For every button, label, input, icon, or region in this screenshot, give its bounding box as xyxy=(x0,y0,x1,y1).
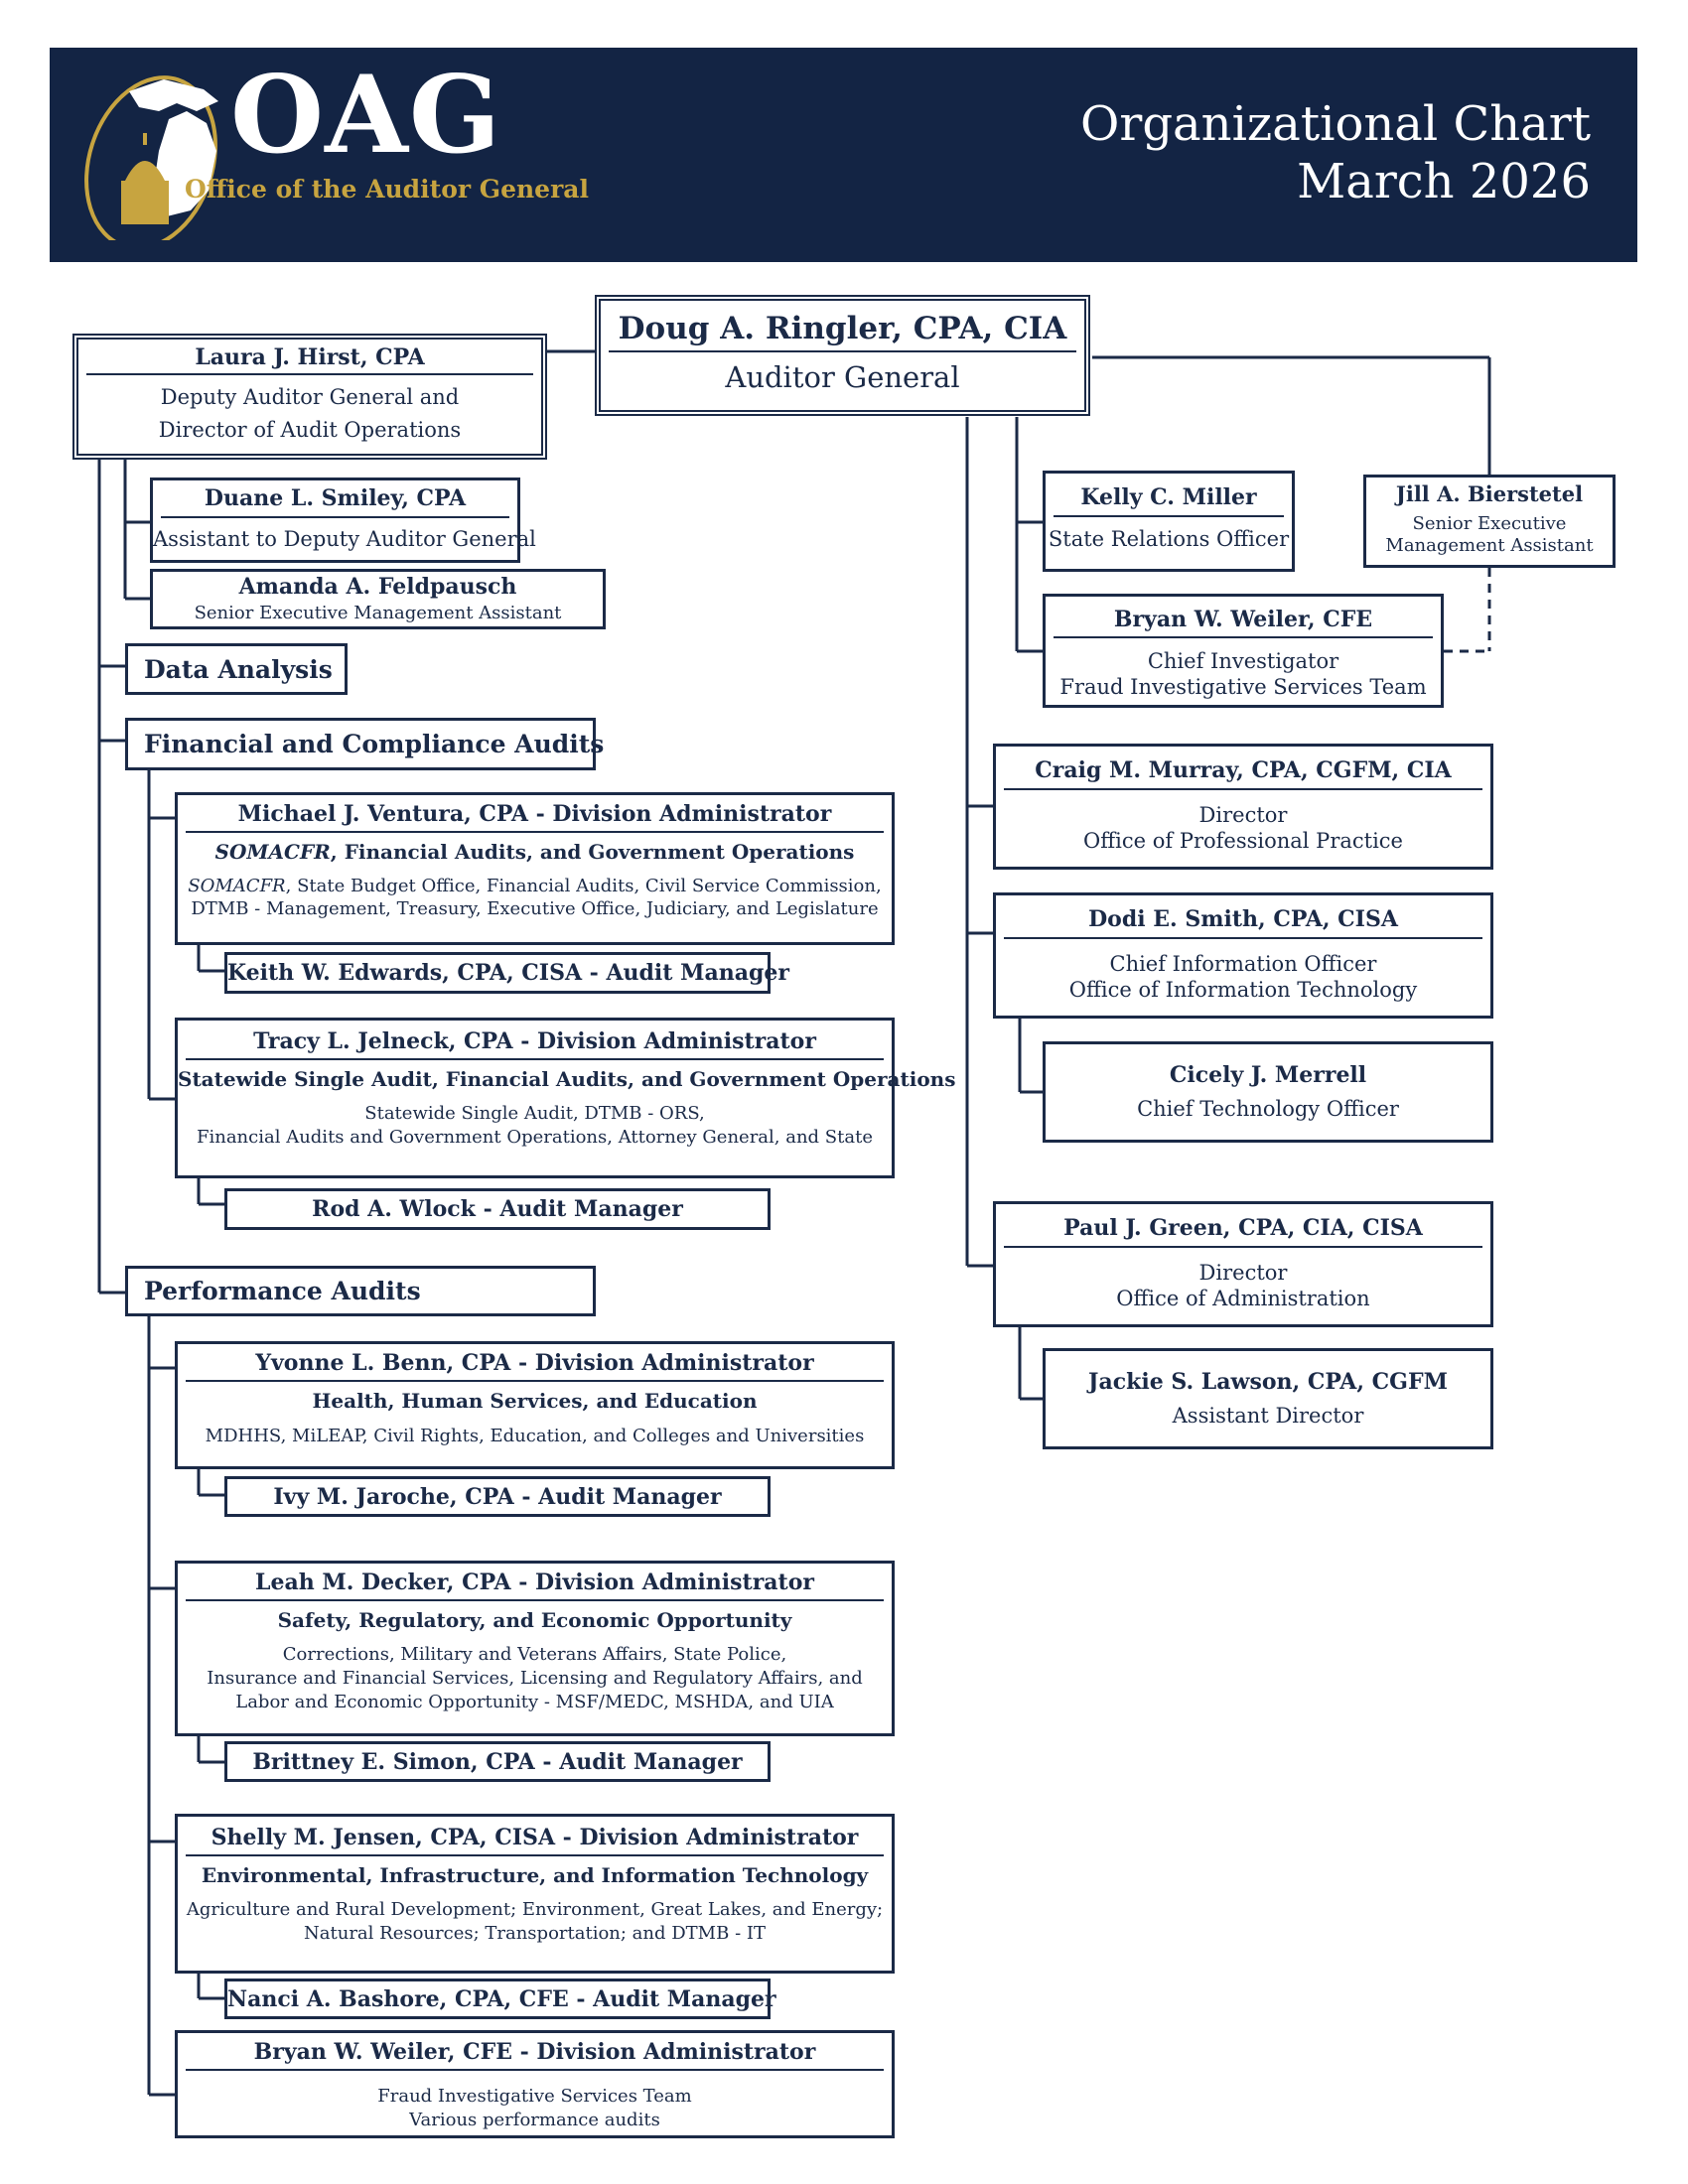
jelneck-name: Tracy L. Jelneck, CPA - Division Adminis… xyxy=(253,1028,816,1054)
green-title-2: Office of Administration xyxy=(1116,1287,1370,1310)
jaroche-box: Ivy M. Jaroche, CPA - Audit Manager xyxy=(224,1476,771,1517)
logo-subtitle: Office of the Auditor General xyxy=(185,175,589,204)
miller-title: State Relations Officer xyxy=(1048,527,1290,551)
title-line-1: Organizational Chart xyxy=(1080,96,1591,152)
benn-name: Yvonne L. Benn, CPA - Division Administr… xyxy=(255,1350,814,1376)
oag-logo-emblem xyxy=(84,75,218,240)
edwards-box: Keith W. Edwards, CPA, CISA - Audit Mana… xyxy=(224,952,789,994)
performance-audits-header: Performance Audits xyxy=(125,1266,596,1316)
header-banner xyxy=(50,48,1637,262)
data-analysis-header: Data Analysis xyxy=(125,643,348,695)
auditor-general-box: Doug A. Ringler, CPA, CIA Auditor Genera… xyxy=(595,295,1090,416)
deputy-title-2: Director of Audit Operations xyxy=(158,418,462,442)
deputy-name: Laura J. Hirst, CPA xyxy=(195,344,425,370)
lawson-box: Jackie S. Lawson, CPA, CGFM Assistant Di… xyxy=(1043,1348,1493,1449)
weiler-division-desc-1: Fraud Investigative Services Team xyxy=(377,2086,692,2107)
weiler-investigator-name: Bryan W. Weiler, CFE xyxy=(1113,607,1373,632)
financial-compliance-audits-header: Financial and Compliance Audits xyxy=(125,718,604,770)
decker-subtitle: Safety, Regulatory, and Economic Opportu… xyxy=(277,1608,792,1632)
jelneck-subtitle: Statewide Single Audit, Financial Audits… xyxy=(178,1067,956,1091)
merrell-name: Cicely J. Merrell xyxy=(1169,1062,1367,1088)
jensen-desc-1: Agriculture and Rural Development; Envir… xyxy=(186,1899,884,1920)
smith-name: Dodi E. Smith, CPA, CISA xyxy=(1088,906,1398,932)
murray-title-2: Office of Professional Practice xyxy=(1083,829,1403,853)
merrell-title: Chief Technology Officer xyxy=(1137,1097,1399,1121)
miller-name: Kelly C. Miller xyxy=(1080,484,1257,510)
murray-box: Craig M. Murray, CPA, CGFM, CIA Director… xyxy=(993,744,1493,870)
auditor-general-name: Doug A. Ringler, CPA, CIA xyxy=(618,311,1067,346)
ventura-box: Michael J. Ventura, CPA - Division Admin… xyxy=(175,792,895,945)
title-line-2: March 2026 xyxy=(1297,154,1591,209)
decker-box: Leah M. Decker, CPA - Division Administr… xyxy=(175,1561,895,1736)
jensen-desc-2: Natural Resources; Transportation; and D… xyxy=(304,1923,766,1944)
ventura-subtitle-rest: , Financial Audits, and Government Opera… xyxy=(330,840,855,864)
weiler-investigator-title-1: Chief Investigator xyxy=(1147,649,1339,673)
lawson-name: Jackie S. Lawson, CPA, CGFM xyxy=(1088,1369,1448,1395)
deputy-title-1: Deputy Auditor General and xyxy=(160,385,460,409)
green-name: Paul J. Green, CPA, CIA, CISA xyxy=(1063,1215,1423,1241)
ventura-name: Michael J. Ventura, CPA - Division Admin… xyxy=(237,801,832,827)
lawson-title: Assistant Director xyxy=(1172,1404,1364,1428)
smith-box: Dodi E. Smith, CPA, CISA Chief Informati… xyxy=(993,892,1493,1019)
weiler-investigator-box: Bryan W. Weiler, CFE Chief Investigator … xyxy=(1043,594,1444,708)
benn-desc-1: MDHHS, MiLEAP, Civil Rights, Education, … xyxy=(205,1426,865,1446)
murray-name: Craig M. Murray, CPA, CGFM, CIA xyxy=(1035,757,1452,783)
feldpausch-box: Amanda A. Feldpausch Senior Executive Ma… xyxy=(150,569,606,629)
ventura-desc-1: SOMACFR, State Budget Office, Financial … xyxy=(178,875,892,897)
smiley-name: Duane L. Smiley, CPA xyxy=(204,485,467,511)
ventura-desc-2: DTMB - Management, Treasury, Executive O… xyxy=(191,898,879,919)
decker-desc-1: Corrections, Military and Veterans Affai… xyxy=(282,1644,787,1665)
jensen-subtitle: Environmental, Infrastructure, and Infor… xyxy=(201,1863,869,1887)
bashore-box: Nanci A. Bashore, CPA, CFE - Audit Manag… xyxy=(224,1979,776,2019)
jensen-name: Shelly M. Jensen, CPA, CISA - Division A… xyxy=(211,1825,859,1850)
deputy-box: Laura J. Hirst, CPA Deputy Auditor Gener… xyxy=(72,334,547,460)
simon-box: Brittney E. Simon, CPA - Audit Manager xyxy=(224,1741,771,1782)
merrell-box: Cicely J. Merrell Chief Technology Offic… xyxy=(1043,1041,1493,1143)
feldpausch-title: Senior Executive Management Assistant xyxy=(194,603,562,623)
logo-text: OAG xyxy=(230,53,502,178)
wlock-box: Rod A. Wlock - Audit Manager xyxy=(224,1188,771,1230)
jelneck-desc-1: Statewide Single Audit, DTMB - ORS, xyxy=(364,1103,705,1124)
decker-desc-3: Labor and Economic Opportunity - MSF/MED… xyxy=(235,1692,834,1712)
bierstetel-box: Jill A. Bierstetel Senior Executive Mana… xyxy=(1363,475,1616,568)
green-title-1: Director xyxy=(1198,1261,1288,1285)
decker-desc-2: Insurance and Financial Services, Licens… xyxy=(207,1668,863,1689)
ventura-subtitle: SOMACFR, Financial Audits, and Governmen… xyxy=(178,833,892,871)
auditor-general-title: Auditor General xyxy=(725,360,960,394)
smiley-box: Duane L. Smiley, CPA Assistant to Deputy… xyxy=(150,478,536,563)
weiler-investigator-title-2: Fraud Investigative Services Team xyxy=(1059,675,1427,699)
weiler-division-name: Bryan W. Weiler, CFE - Division Administ… xyxy=(253,2039,816,2065)
ventura-desc-italic: SOMACFR xyxy=(188,876,286,896)
smiley-title: Assistant to Deputy Auditor General xyxy=(153,527,536,551)
jelneck-desc-2: Financial Audits and Government Operatio… xyxy=(196,1127,873,1148)
decker-name: Leah M. Decker, CPA - Division Administr… xyxy=(255,1570,814,1595)
weiler-division-box: Bryan W. Weiler, CFE - Division Administ… xyxy=(175,2030,895,2138)
page-title: Organizational Chart March 2026 xyxy=(1080,95,1591,210)
jensen-box: Shelly M. Jensen, CPA, CISA - Division A… xyxy=(175,1814,895,1974)
bierstetel-name: Jill A. Bierstetel xyxy=(1395,481,1584,506)
green-box: Paul J. Green, CPA, CIA, CISA Director O… xyxy=(993,1201,1493,1327)
smith-title-1: Chief Information Officer xyxy=(1109,952,1377,976)
bierstetel-title-2: Management Assistant xyxy=(1385,535,1594,556)
murray-title-1: Director xyxy=(1198,803,1288,827)
miller-box: Kelly C. Miller State Relations Officer xyxy=(1043,471,1295,572)
benn-box: Yvonne L. Benn, CPA - Division Administr… xyxy=(175,1341,895,1469)
benn-subtitle: Health, Human Services, and Education xyxy=(312,1389,758,1413)
bierstetel-title-1: Senior Executive xyxy=(1412,513,1567,534)
jelneck-box: Tracy L. Jelneck, CPA - Division Adminis… xyxy=(175,1018,956,1178)
feldpausch-name: Amanda A. Feldpausch xyxy=(238,574,517,600)
ventura-subtitle-italic: SOMACFR xyxy=(214,840,331,864)
ventura-desc-rest: , State Budget Office, Financial Audits,… xyxy=(285,876,882,896)
weiler-division-desc-2: Various performance audits xyxy=(409,2110,660,2130)
smith-title-2: Office of Information Technology xyxy=(1068,978,1418,1002)
